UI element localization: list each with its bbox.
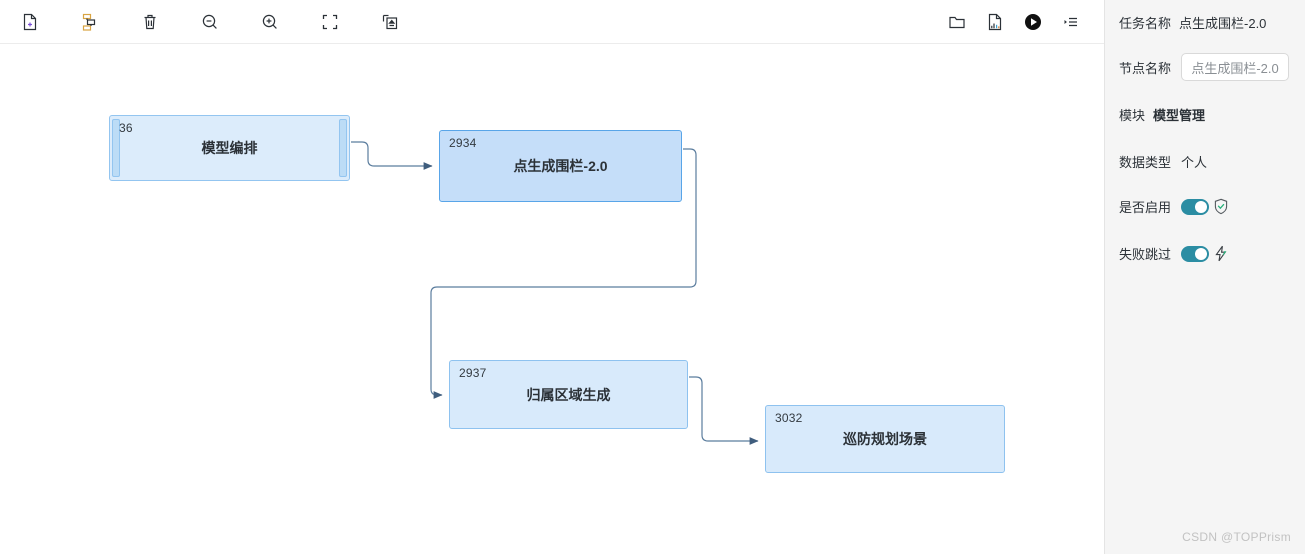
node-id: 3032 [775,411,803,425]
module-value: 模型管理 [1153,108,1206,123]
run-icon[interactable] [1014,0,1052,43]
data-type-row: 数据类型 个人 [1119,152,1207,171]
node-id: 36 [119,121,133,135]
module-row: 模块 模型管理 [1119,105,1205,124]
report-icon[interactable] [976,0,1014,43]
node-title: 归属区域生成 [526,386,611,403]
node-id: 2934 [449,136,477,150]
edge-2934-to-2937 [430,148,697,399]
skip-on-fail-row: 失败跳过 [1119,244,1229,263]
export-icon[interactable] [360,0,420,43]
flow-node[interactable]: 2937 归属区域生成 [449,360,688,429]
edge-2937-to-3032 [689,376,759,445]
delete-icon[interactable] [120,0,180,43]
task-name-label: 任务名称 [1119,16,1172,31]
watermark: CSDN @TOPPrism [1182,530,1291,544]
node-handle-right[interactable] [339,119,347,177]
toolbar [0,0,1104,44]
flow-node[interactable]: 36 模型编排 [109,115,350,181]
zoom-in-icon[interactable] [240,0,300,43]
properties-panel: 任务名称 点生成围栏-2.0 节点名称 模块 模型管理 数据类型 个人 是否启用 [1104,0,1305,554]
toolbar-left-group [0,0,420,43]
edge-layer [351,141,759,445]
node-name-label: 节点名称 [1119,60,1172,76]
skip-on-fail-label: 失败跳过 [1119,247,1172,262]
node-name-row: 节点名称 [1119,53,1290,81]
new-file-icon[interactable] [0,0,60,43]
task-name-value: 点生成围栏-2.0 [1179,16,1267,31]
edge-36-to-2934 [351,141,433,170]
node-title: 巡防规划场景 [843,431,927,447]
task-name-row: 任务名称 点生成围栏-2.0 [1119,13,1266,32]
flow-node-icon[interactable] [60,0,120,43]
list-icon[interactable] [1052,0,1090,43]
fit-screen-icon[interactable] [300,0,360,43]
flow-node[interactable]: 3032 巡防规划场景 [765,405,1005,473]
enabled-row: 是否启用 [1119,197,1229,216]
data-type-value: 个人 [1181,155,1208,170]
toolbar-right-group [938,0,1090,43]
node-title: 模型编排 [201,140,258,156]
editor-area: 36 模型编排 2934 点生成围栏-2.0 2937 归属区域生成 3032 … [0,0,1104,554]
enabled-label: 是否启用 [1119,200,1172,215]
node-handle-left[interactable] [112,119,120,177]
node-id: 2937 [459,366,487,380]
flow-canvas[interactable]: 36 模型编排 2934 点生成围栏-2.0 2937 归属区域生成 3032 … [0,44,1104,554]
shield-check-icon [1213,198,1229,215]
folder-icon[interactable] [938,0,976,43]
flow-node-selected[interactable]: 2934 点生成围栏-2.0 [439,130,682,202]
enabled-toggle[interactable] [1181,198,1210,215]
node-title: 点生成围栏-2.0 [513,158,608,174]
skip-on-fail-toggle[interactable] [1181,245,1210,262]
node-name-input[interactable] [1181,53,1290,81]
data-type-label: 数据类型 [1119,155,1172,170]
lightning-icon [1213,245,1229,262]
zoom-out-icon[interactable] [180,0,240,43]
module-label: 模块 [1119,108,1146,123]
